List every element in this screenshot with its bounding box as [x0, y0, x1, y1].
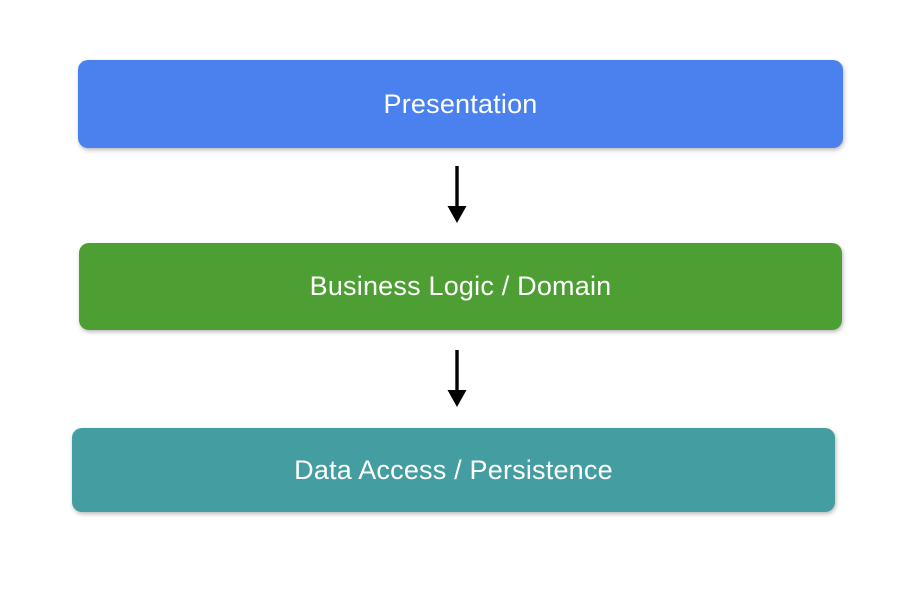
layer-box-presentation: Presentation	[78, 60, 843, 148]
layer-label-presentation: Presentation	[383, 88, 538, 119]
layer-box-data-access: Data Access / Persistence	[72, 428, 835, 512]
layer-label-business-logic: Business Logic / Domain	[309, 271, 612, 301]
down-arrow-icon	[447, 166, 467, 223]
layer-label-data-access: Data Access / Persistence	[294, 454, 613, 485]
layer-box-business-logic: Business Logic / Domain	[79, 243, 842, 330]
down-arrow-icon	[447, 350, 467, 407]
